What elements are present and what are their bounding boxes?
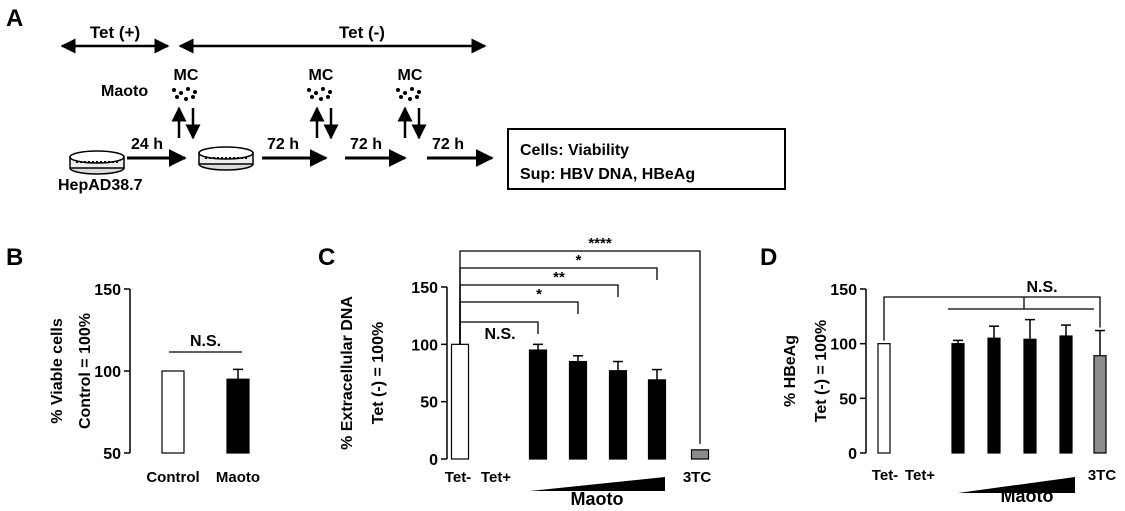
x-tick-label: Tet+ <box>905 467 935 484</box>
maoto-label: Maoto <box>101 83 148 100</box>
mc-granules-icon <box>307 87 332 101</box>
y-tick-label: 100 <box>94 364 121 381</box>
y-tick-label: 100 <box>411 337 438 354</box>
step-label: 72 h <box>267 136 299 153</box>
y-axis-label: % Viable cells <box>49 318 66 424</box>
mc-treatment-1: MC <box>171 67 201 140</box>
y-axis-label: % Extracellular DNA <box>339 296 356 450</box>
y-tick-label: 50 <box>420 395 438 412</box>
significance-bracket <box>459 250 701 444</box>
bar <box>1023 338 1037 454</box>
bar <box>877 343 891 454</box>
readout-line: Cells: Viability <box>520 142 629 159</box>
bar <box>528 349 548 460</box>
step-label: 72 h <box>350 136 382 153</box>
significance-bracket <box>883 296 1101 341</box>
mc-treatment-2: MC <box>307 67 339 140</box>
y-tick-label: 50 <box>839 391 857 408</box>
y-tick-label: 150 <box>830 282 857 299</box>
significance-bracket <box>459 301 579 345</box>
bar <box>987 337 1001 454</box>
bar <box>690 449 710 460</box>
y-axis-label: Tet (-) = 100% <box>370 322 387 424</box>
mc-granules-icon <box>396 87 421 101</box>
bar <box>161 370 185 454</box>
significance-label: **** <box>588 235 612 252</box>
mc-granules-icon <box>172 87 197 101</box>
x-tick-label: Maoto <box>216 469 260 486</box>
group-label: Maoto <box>1001 486 1054 506</box>
y-tick-label: 100 <box>830 337 857 354</box>
y-axis-label: % HBeAg <box>782 335 799 407</box>
x-tick-label: Tet+ <box>481 469 511 486</box>
y-tick-label: 150 <box>411 280 438 297</box>
y-tick-label: 150 <box>94 282 121 299</box>
significance-label: N.S. <box>1026 279 1057 296</box>
mc-treatment-3: MC <box>396 67 427 140</box>
significance-label: N.S. <box>190 333 221 350</box>
panel-b-chart: B 50 100 150 % Viable cells Control = 100% Co… <box>6 244 260 486</box>
significance-label: * <box>536 286 542 303</box>
y-tick-label: 50 <box>103 446 121 463</box>
significance-label: N.S. <box>484 326 515 343</box>
x-tick-label: 3TC <box>1088 467 1117 484</box>
dose-wedge-icon <box>530 477 665 491</box>
step-label: 24 h <box>131 136 163 153</box>
culture-dish-icon <box>198 146 254 171</box>
group-label: Maoto <box>571 489 624 509</box>
bar <box>608 370 628 460</box>
x-tick-label: Control <box>146 469 199 486</box>
y-tick-label: 0 <box>848 446 857 463</box>
bar <box>226 378 250 454</box>
readout-box <box>507 128 786 190</box>
panel-c-chart: C 0 50 100 150 % Extracellular DNA Tet (-) = … <box>318 235 711 509</box>
y-axis-label: Control = 100% <box>77 313 94 429</box>
bar <box>1059 335 1073 454</box>
tet-minus-label: Tet (-) <box>339 23 385 42</box>
y-axis-label: Tet (-) = 100% <box>813 320 830 422</box>
panel-a: A Tet (+) Tet (-) Maoto MC MC <box>6 5 786 194</box>
bar <box>568 360 588 460</box>
panel-b-letter: B <box>6 244 23 271</box>
step-label: 72 h <box>432 136 464 153</box>
panel-d-chart: D 0 50 100 150 % HBeAg Tet (-) = 100% Tet- Tet+… <box>760 244 1116 506</box>
cell-line-label: HepAD38.7 <box>58 177 143 194</box>
culture-dish-icon <box>69 150 125 175</box>
mc-label: MC <box>309 67 334 84</box>
mc-label: MC <box>398 67 423 84</box>
panel-c-letter: C <box>318 244 335 271</box>
mc-label: MC <box>174 67 199 84</box>
significance-label: * <box>576 252 582 269</box>
bar <box>1093 355 1107 454</box>
bar <box>951 343 965 454</box>
tet-plus-label: Tet (+) <box>90 23 140 42</box>
x-tick-label: Tet- <box>445 469 471 486</box>
panel-a-letter: A <box>6 5 23 32</box>
y-tick-label: 0 <box>429 452 438 469</box>
dose-wedge-icon <box>958 477 1075 493</box>
x-tick-label: Tet- <box>872 467 898 484</box>
bar <box>450 343 470 460</box>
significance-label: ** <box>553 269 565 286</box>
panel-d-letter: D <box>760 244 777 271</box>
x-tick-label: 3TC <box>683 469 712 486</box>
bar <box>647 379 667 460</box>
readout-line: Sup: HBV DNA, HBeAg <box>520 166 695 183</box>
